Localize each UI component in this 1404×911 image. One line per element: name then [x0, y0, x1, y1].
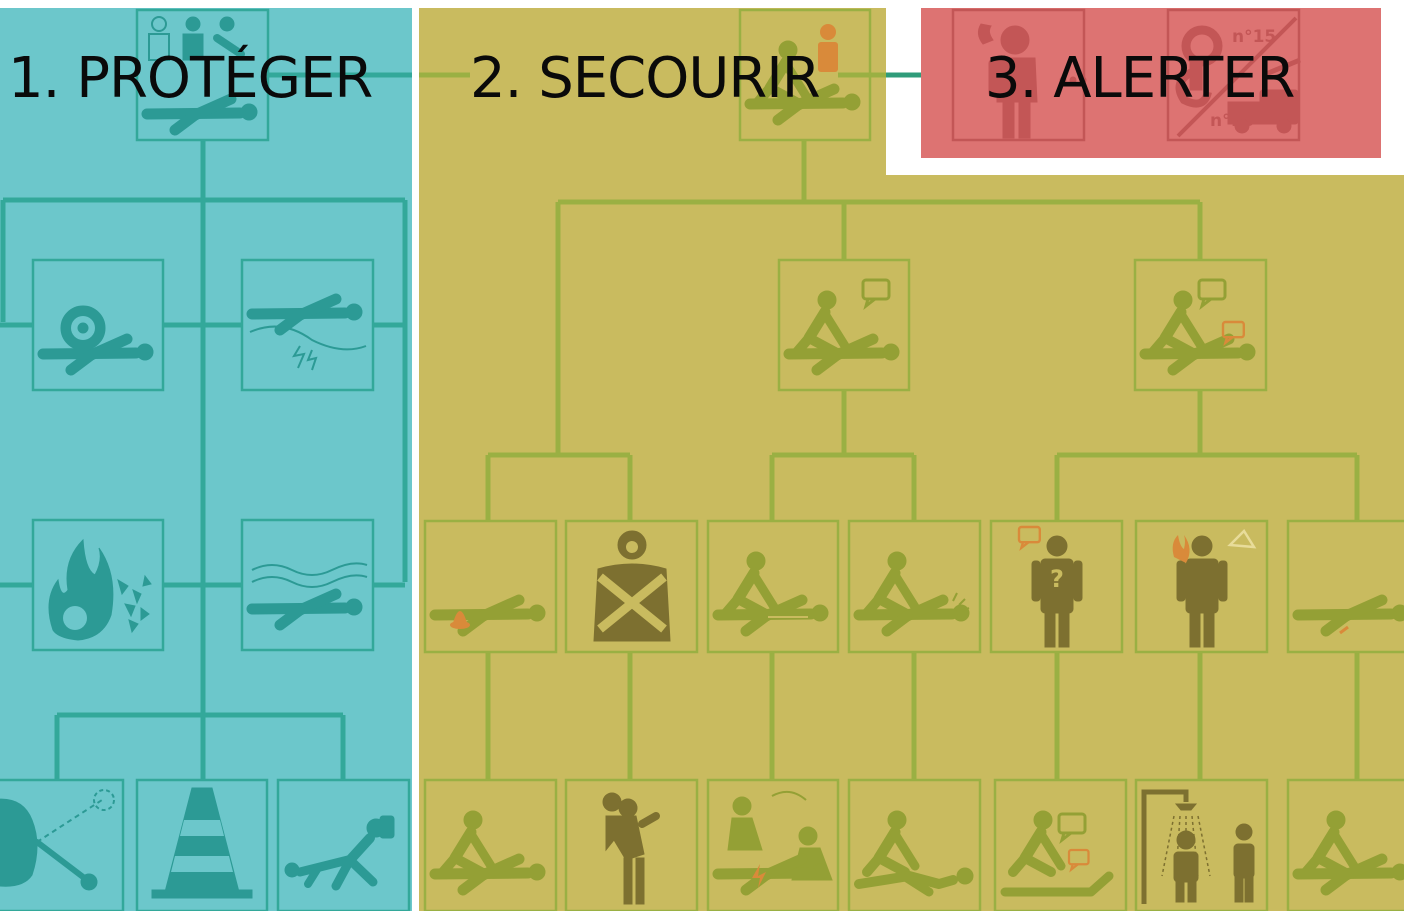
- section-title-proteger: 1. PROTÉGER: [8, 46, 372, 111]
- section-title-secourir: 2. SECOURIR: [470, 46, 820, 111]
- section-title-alerter: 3. ALERTER: [985, 46, 1295, 111]
- svg-text:?: ?: [1050, 565, 1064, 593]
- proteger-panel: [0, 8, 412, 911]
